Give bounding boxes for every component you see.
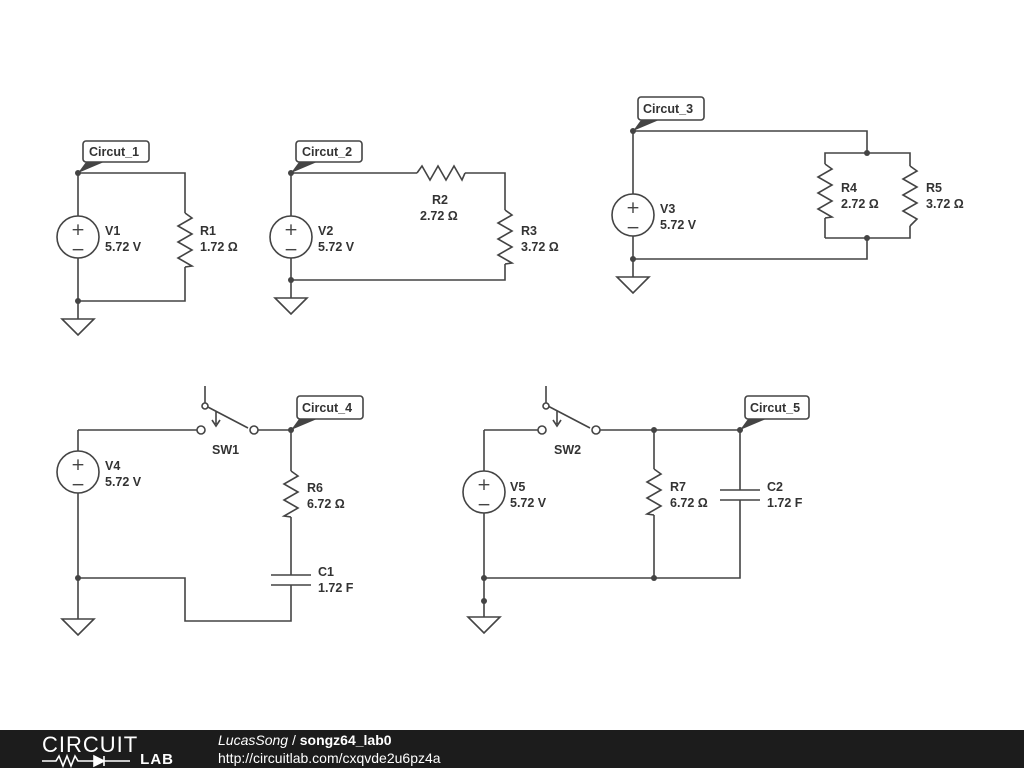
- v2-name: V2: [318, 224, 333, 238]
- svg-text:Circut_5: Circut_5: [750, 401, 800, 415]
- v4-name: V4: [105, 459, 120, 473]
- voltage-source-v3[interactable]: + −: [611, 193, 655, 238]
- sw2-name: SW2: [554, 443, 581, 457]
- v1-name: V1: [105, 224, 120, 238]
- svg-text:Circut_1: Circut_1: [89, 145, 139, 159]
- project-url-link[interactable]: http://circuitlab.com/cxqvde2u6pz4a: [218, 750, 441, 766]
- capacitor-c1[interactable]: [271, 574, 311, 586]
- net-flag-circut-2[interactable]: Circut_2: [291, 140, 363, 173]
- footer-bar: CIRCUIT LAB LucasSong / songz64_lab0 htt…: [0, 730, 1024, 768]
- sw1-name: SW1: [212, 443, 239, 457]
- circuit-1: + − V1 5.72 V R1 1.72 Ω Circut_1: [56, 140, 238, 337]
- capacitor-c2[interactable]: [720, 489, 760, 501]
- switch-sw1[interactable]: [196, 386, 259, 435]
- v3-value: 5.72 V: [660, 218, 697, 232]
- resistor-r5[interactable]: [901, 165, 919, 227]
- v2-value: 5.72 V: [318, 240, 355, 254]
- svg-text:−: −: [71, 475, 85, 495]
- v5-name: V5: [510, 480, 525, 494]
- c1-value: 1.72 F: [318, 581, 354, 595]
- circuit-3: + − V3 5.72 V R4 2.72 Ω R5 3.72 Ω Circut…: [611, 96, 964, 295]
- v4-value: 5.72 V: [105, 475, 142, 489]
- logo-text-top: CIRCUIT: [42, 732, 139, 757]
- resistor-r3[interactable]: [496, 209, 515, 265]
- voltage-source-v4[interactable]: + −: [56, 450, 100, 495]
- r7-value: 6.72 Ω: [670, 496, 708, 510]
- c2-name: C2: [767, 480, 783, 494]
- ground-icon: [273, 297, 309, 316]
- resistor-r7[interactable]: [644, 468, 663, 516]
- v1-value: 5.72 V: [105, 240, 142, 254]
- r2-name: R2: [432, 193, 448, 207]
- ground-icon: [60, 318, 96, 337]
- svg-text:+: +: [71, 455, 85, 475]
- v5-value: 5.72 V: [510, 496, 547, 510]
- net-flag-circut-5[interactable]: Circut_5: [740, 395, 810, 430]
- r1-name: R1: [200, 224, 216, 238]
- resistor-r2[interactable]: [416, 164, 466, 182]
- resistor-r1[interactable]: [176, 212, 195, 268]
- net-flag-circut-4[interactable]: Circut_4: [291, 395, 364, 430]
- ground-icon: [615, 276, 651, 295]
- circuitlab-logo[interactable]: CIRCUIT LAB: [42, 732, 176, 768]
- c1-name: C1: [318, 565, 334, 579]
- voltage-source-v5[interactable]: + −: [462, 470, 506, 515]
- project-byline: LucasSong / songz64_lab0: [218, 732, 392, 748]
- r7-name: R7: [670, 480, 686, 494]
- svg-text:+: +: [284, 220, 298, 240]
- r5-name: R5: [926, 181, 942, 195]
- voltage-source-v1[interactable]: + −: [56, 215, 100, 260]
- logo-wave-icon: [42, 754, 130, 768]
- voltage-source-v2[interactable]: + −: [269, 215, 313, 260]
- r4-name: R4: [841, 181, 857, 195]
- svg-text:−: −: [284, 240, 298, 260]
- ground-icon: [60, 618, 96, 637]
- svg-text:Circut_4: Circut_4: [302, 401, 352, 415]
- net-flag-circut-3[interactable]: Circut_3: [633, 96, 705, 131]
- v3-name: V3: [660, 202, 675, 216]
- schematic-canvas: + − V1 5.72 V R1 1.72 Ω Circut_1 + − V2 …: [56, 96, 964, 637]
- net-flag-circut-1[interactable]: Circut_1: [78, 140, 150, 173]
- svg-text:+: +: [71, 220, 85, 240]
- byline-separator: /: [288, 732, 300, 748]
- r4-value: 2.72 Ω: [841, 197, 879, 211]
- r2-value: 2.72 Ω: [420, 209, 458, 223]
- resistor-r4[interactable]: [816, 163, 835, 219]
- ground-icon: [466, 616, 502, 635]
- circuit-2: + − V2 5.72 V R2 2.72 Ω R3 3.72 Ω Circut…: [269, 140, 559, 316]
- r6-name: R6: [307, 481, 323, 495]
- svg-text:−: −: [71, 240, 85, 260]
- r3-value: 3.72 Ω: [521, 240, 559, 254]
- svg-text:Circut_2: Circut_2: [302, 145, 352, 159]
- author-link[interactable]: LucasSong: [218, 732, 289, 748]
- r3-name: R3: [521, 224, 537, 238]
- r1-value: 1.72 Ω: [200, 240, 238, 254]
- svg-text:+: +: [477, 475, 491, 495]
- svg-text:Circut_3: Circut_3: [643, 102, 693, 116]
- resistor-r6[interactable]: [281, 470, 300, 518]
- c2-value: 1.72 F: [767, 496, 803, 510]
- svg-text:−: −: [626, 218, 640, 238]
- switch-sw2[interactable]: [537, 386, 601, 435]
- svg-text:+: +: [626, 198, 640, 218]
- r6-value: 6.72 Ω: [307, 497, 345, 511]
- circuit-4: + − V4 5.72 V SW1 R6 6.72 Ω C1 1.72 F Ci…: [56, 386, 364, 637]
- logo-text-bottom: LAB: [140, 751, 174, 768]
- svg-text:−: −: [477, 495, 491, 515]
- circuit-5: + − V5 5.72 V SW2 R7 6.72 Ω C2 1.72 F Ci…: [462, 386, 810, 635]
- project-name-link[interactable]: songz64_lab0: [299, 732, 392, 748]
- r5-value: 3.72 Ω: [926, 197, 964, 211]
